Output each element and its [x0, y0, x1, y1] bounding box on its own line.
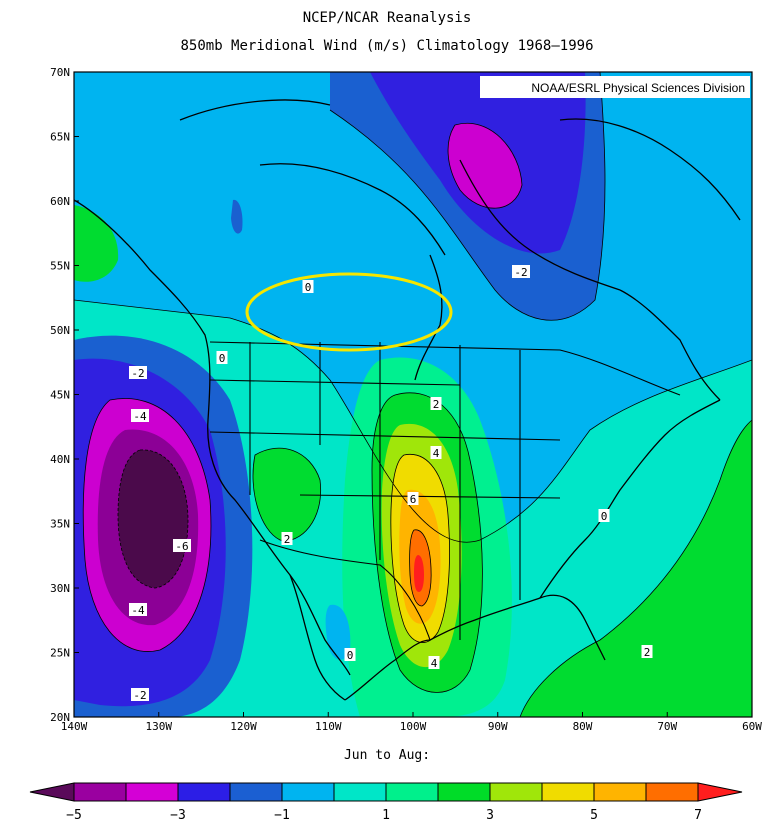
- contour-label-box: [428, 656, 440, 669]
- colorbar-label: 3: [486, 808, 494, 823]
- contour-label-box: [430, 397, 442, 410]
- colorbar-right-arrow: [697, 782, 743, 802]
- colorbar-left-arrow: [29, 782, 75, 802]
- band-neg2-small: [231, 199, 243, 234]
- lon-tick-label: 130W: [146, 720, 173, 733]
- colorbar-label: 1: [382, 808, 390, 823]
- colorbar-segment: [73, 782, 127, 802]
- lat-tick-label: 20N: [50, 711, 70, 724]
- lon-tick-label: 80W: [573, 720, 593, 733]
- lat-tick-label: 45N: [50, 389, 70, 402]
- colorbar-label: −1: [274, 808, 290, 823]
- colorbar-segment: [645, 782, 699, 802]
- highlight-ellipse: [245, 272, 453, 352]
- contour-label: 2: [644, 646, 651, 659]
- contour-label: 0: [601, 510, 608, 523]
- contour-label: -4: [131, 604, 145, 617]
- contour-label-box: [430, 446, 442, 459]
- colorbar-segment: [541, 782, 595, 802]
- contour-label: -4: [133, 410, 147, 423]
- lon-tick-label: 90W: [488, 720, 508, 733]
- lat-tick-label: 60N: [50, 195, 70, 208]
- colorbar-segment: [333, 782, 387, 802]
- band-pos2-west: [252, 448, 321, 541]
- colorbar-segment: [593, 782, 647, 802]
- band-pos2-east: [520, 420, 752, 717]
- band-pos7-central: [414, 555, 424, 592]
- contour-label-box: [344, 648, 356, 661]
- lat-tick-label: 65N: [50, 131, 70, 144]
- lon-tick-label: 120W: [230, 720, 257, 733]
- contour-label-box: [407, 492, 419, 505]
- contour-label-box: [131, 409, 149, 422]
- colorbar-label: −3: [170, 808, 186, 823]
- colorbar-label: 5: [590, 808, 598, 823]
- colorbar-segment: [437, 782, 491, 802]
- lat-tick-label: 25N: [50, 647, 70, 660]
- colorbar-label: −5: [66, 808, 82, 823]
- period-label: Jun to Aug:: [343, 748, 431, 763]
- lat-tick-label: 30N: [50, 582, 70, 595]
- contour-label: 0: [305, 281, 312, 294]
- colorbar-segment: [281, 782, 335, 802]
- contour-label: 2: [284, 533, 291, 546]
- political-borders: [209, 341, 681, 641]
- contour-label-box: [131, 688, 149, 701]
- colorbar-segment: [385, 782, 439, 802]
- contour-label-box: [216, 351, 228, 364]
- lon-tick-label: 70W: [657, 720, 677, 733]
- contour-label: -2: [131, 367, 144, 380]
- contour-label-box: [598, 509, 610, 522]
- contour-label-box: [129, 603, 147, 616]
- wind-field: [74, 72, 752, 717]
- colorbar-segment: [229, 782, 283, 802]
- contour-label-box: [641, 645, 653, 658]
- lon-tick-label: 60W: [742, 720, 762, 733]
- contour-label: 6: [410, 493, 417, 506]
- contour-label-group: 0 -2 0 -2 -4 -6 -4 -2 2 4 6 2 0 0 2 4: [129, 265, 653, 702]
- contour-label: 4: [431, 657, 438, 670]
- contour-label: 2: [433, 398, 440, 411]
- contour-label: -2: [514, 266, 527, 279]
- lat-tick-label: 40N: [50, 453, 70, 466]
- credit-box: [480, 76, 750, 98]
- lon-tick-label: 100W: [400, 720, 427, 733]
- lon-tick-label: 140W: [61, 720, 88, 733]
- colorbar-segment: [489, 782, 543, 802]
- title-line-2: 850mb Meridional Wind (m/s) Climatology …: [180, 38, 594, 54]
- colorbar-segment: [177, 782, 231, 802]
- lat-tick-label: 55N: [50, 260, 70, 273]
- colorbar-segment: [125, 782, 179, 802]
- contour-lines: [74, 72, 752, 717]
- contour-label: 0: [219, 352, 226, 365]
- colorbar: [29, 782, 743, 802]
- contour-label: 4: [433, 447, 440, 460]
- contour-label: 0: [347, 649, 354, 662]
- lat-ticks: 70N 65N 60N 55N 50N 45N 40N 35N 30N 25N 20N: [50, 66, 79, 724]
- credit-text: NOAA/ESRL Physical Sciences Division: [531, 81, 745, 95]
- band-neg6-west: [118, 449, 188, 588]
- lon-ticks: 140W 130W 120W 110W 100W 90W 80W 70W 60W: [61, 712, 762, 733]
- band-neg1-baja: [325, 604, 351, 660]
- coastlines: [74, 99, 741, 701]
- band-neg4-north: [448, 123, 522, 209]
- contour-label: -6: [175, 540, 188, 553]
- lat-tick-label: 35N: [50, 518, 70, 531]
- contour-label: -2: [133, 689, 146, 702]
- contour-label-box: [302, 280, 314, 293]
- contour-label-box: [512, 265, 530, 278]
- title-line-1: NCEP/NCAR Reanalysis: [302, 10, 472, 26]
- contour-label-box: [281, 532, 293, 545]
- contour-label-box: [129, 366, 147, 379]
- colorbar-label: 7: [694, 808, 702, 823]
- lat-tick-label: 70N: [50, 66, 70, 79]
- contour-label-box: [173, 539, 191, 552]
- lon-tick-label: 110W: [315, 720, 342, 733]
- lat-tick-label: 50N: [50, 324, 70, 337]
